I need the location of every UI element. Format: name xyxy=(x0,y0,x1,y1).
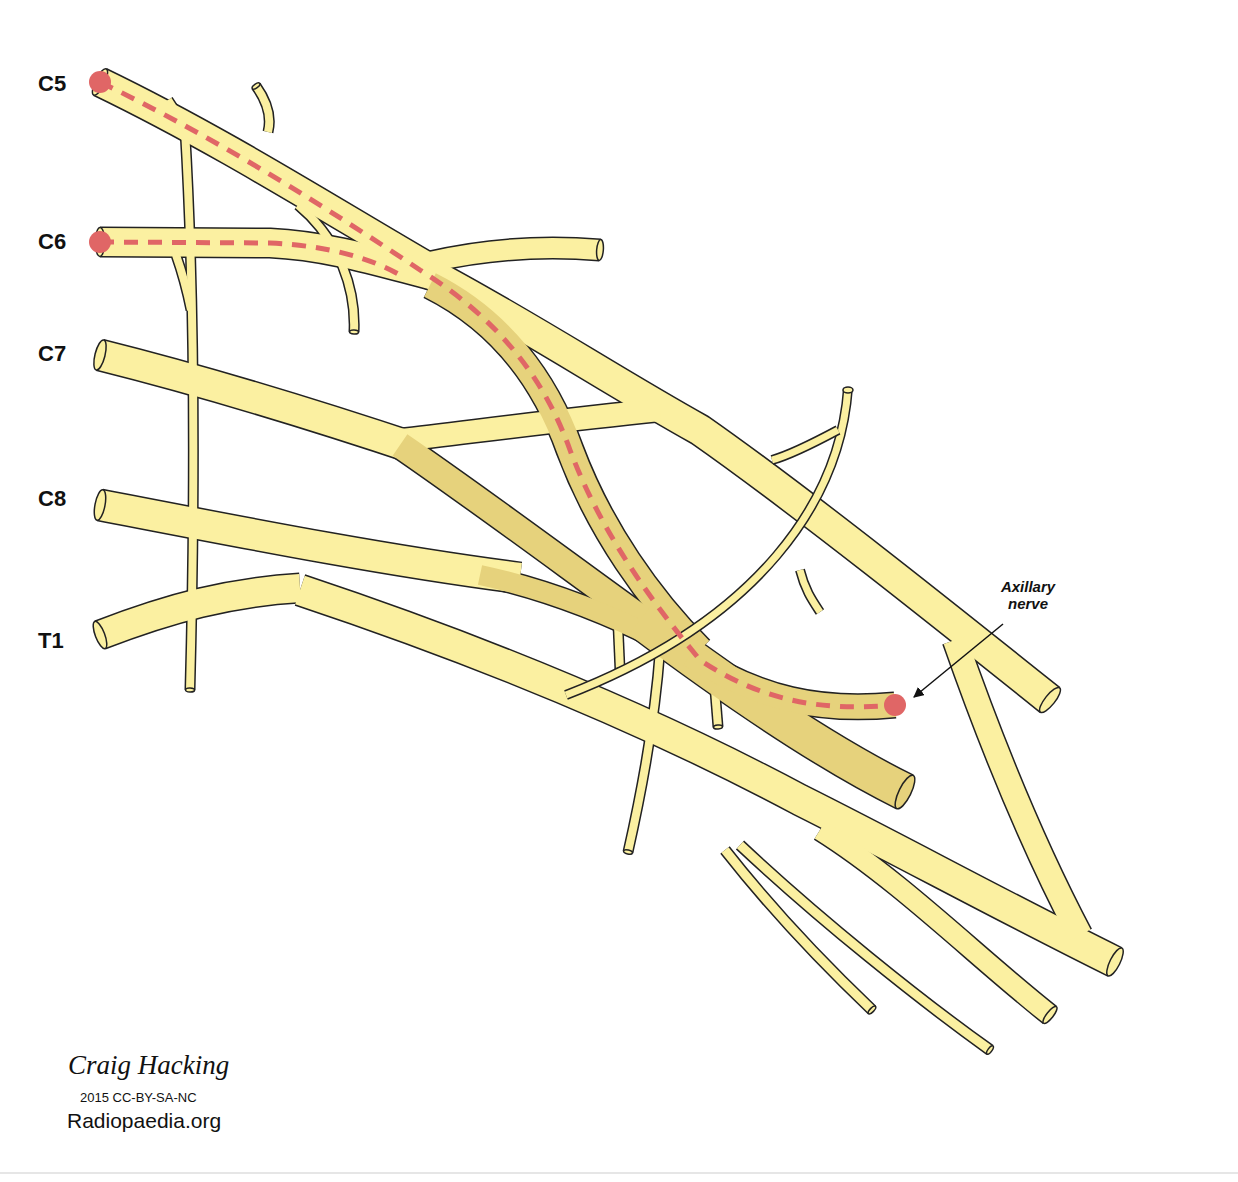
axillary-route xyxy=(89,71,906,716)
nerve-outline xyxy=(430,248,600,262)
nerve-end xyxy=(91,339,108,372)
root-label: C8 xyxy=(38,486,66,511)
nerve-outline xyxy=(100,505,520,578)
callout-label: Axillary nerve xyxy=(982,578,1074,613)
route-dot xyxy=(89,231,111,253)
pectoral-nerve xyxy=(800,570,820,612)
nerve-end xyxy=(596,239,604,260)
leader-arrow xyxy=(914,624,1003,697)
nerve xyxy=(256,86,269,132)
nerve-end xyxy=(713,725,722,730)
nerve-end xyxy=(985,1045,994,1055)
nerve xyxy=(430,285,700,650)
pectoral-nerves xyxy=(566,387,853,695)
root-label: C7 xyxy=(38,341,66,366)
nerve xyxy=(100,355,420,450)
nerve-ends xyxy=(89,67,1126,1055)
route-dash xyxy=(100,82,895,707)
nerve xyxy=(420,268,1050,700)
nerve xyxy=(740,845,990,1050)
nerve xyxy=(100,505,520,578)
nerve-outline xyxy=(725,850,872,1010)
source-watermark: Radiopaedia.org xyxy=(67,1109,221,1133)
nerve xyxy=(772,430,838,460)
nerve xyxy=(725,850,872,1010)
nerve-outline xyxy=(628,650,660,852)
nerve xyxy=(690,655,895,707)
nerve-end xyxy=(185,688,194,692)
nerve-outlines xyxy=(100,82,1115,1050)
nerve-end xyxy=(891,773,918,811)
nerve-outline xyxy=(100,355,420,450)
nerve-outline xyxy=(256,86,269,132)
nerve-end xyxy=(89,67,110,97)
nerve-outline xyxy=(400,410,660,440)
nerve-end xyxy=(1104,946,1127,978)
nerve xyxy=(400,410,660,440)
nerve-end xyxy=(1041,1005,1059,1026)
root-label: T1 xyxy=(38,628,64,653)
nerve-outline xyxy=(800,570,820,612)
nerve xyxy=(100,242,430,275)
nerve-end xyxy=(1036,685,1063,715)
pectoral-nerve xyxy=(566,388,848,695)
nerve xyxy=(430,248,600,262)
nerve xyxy=(176,255,191,310)
root-label: C5 xyxy=(38,71,66,96)
nerve-fills xyxy=(100,82,1115,1050)
nerve-end xyxy=(623,849,633,855)
route-dash xyxy=(100,242,400,275)
nerve xyxy=(955,640,1080,935)
root-label: C6 xyxy=(38,229,66,254)
nerve-end xyxy=(251,82,261,90)
nerve xyxy=(800,570,820,612)
route-dot xyxy=(884,694,906,716)
nerve-outline xyxy=(420,268,1050,700)
route-dot xyxy=(89,71,111,93)
nerve-end xyxy=(867,1005,877,1015)
nerve xyxy=(300,590,1115,962)
nerve xyxy=(566,388,848,695)
nerve-end xyxy=(843,387,853,393)
nerve-outline xyxy=(100,588,300,635)
nerve-end xyxy=(349,330,358,334)
nerve-end xyxy=(92,489,108,521)
bottom-rule xyxy=(0,1172,1238,1174)
nerve-outline xyxy=(772,430,838,460)
pectoral-nerve xyxy=(772,430,838,460)
author-signature: Craig Hacking xyxy=(68,1050,229,1081)
nerve-end xyxy=(90,620,109,650)
nerve xyxy=(628,650,660,852)
license-note: 2015 CC-BY-SA-NC xyxy=(80,1091,197,1106)
nerve xyxy=(100,588,300,635)
nerve-outline xyxy=(566,388,848,695)
